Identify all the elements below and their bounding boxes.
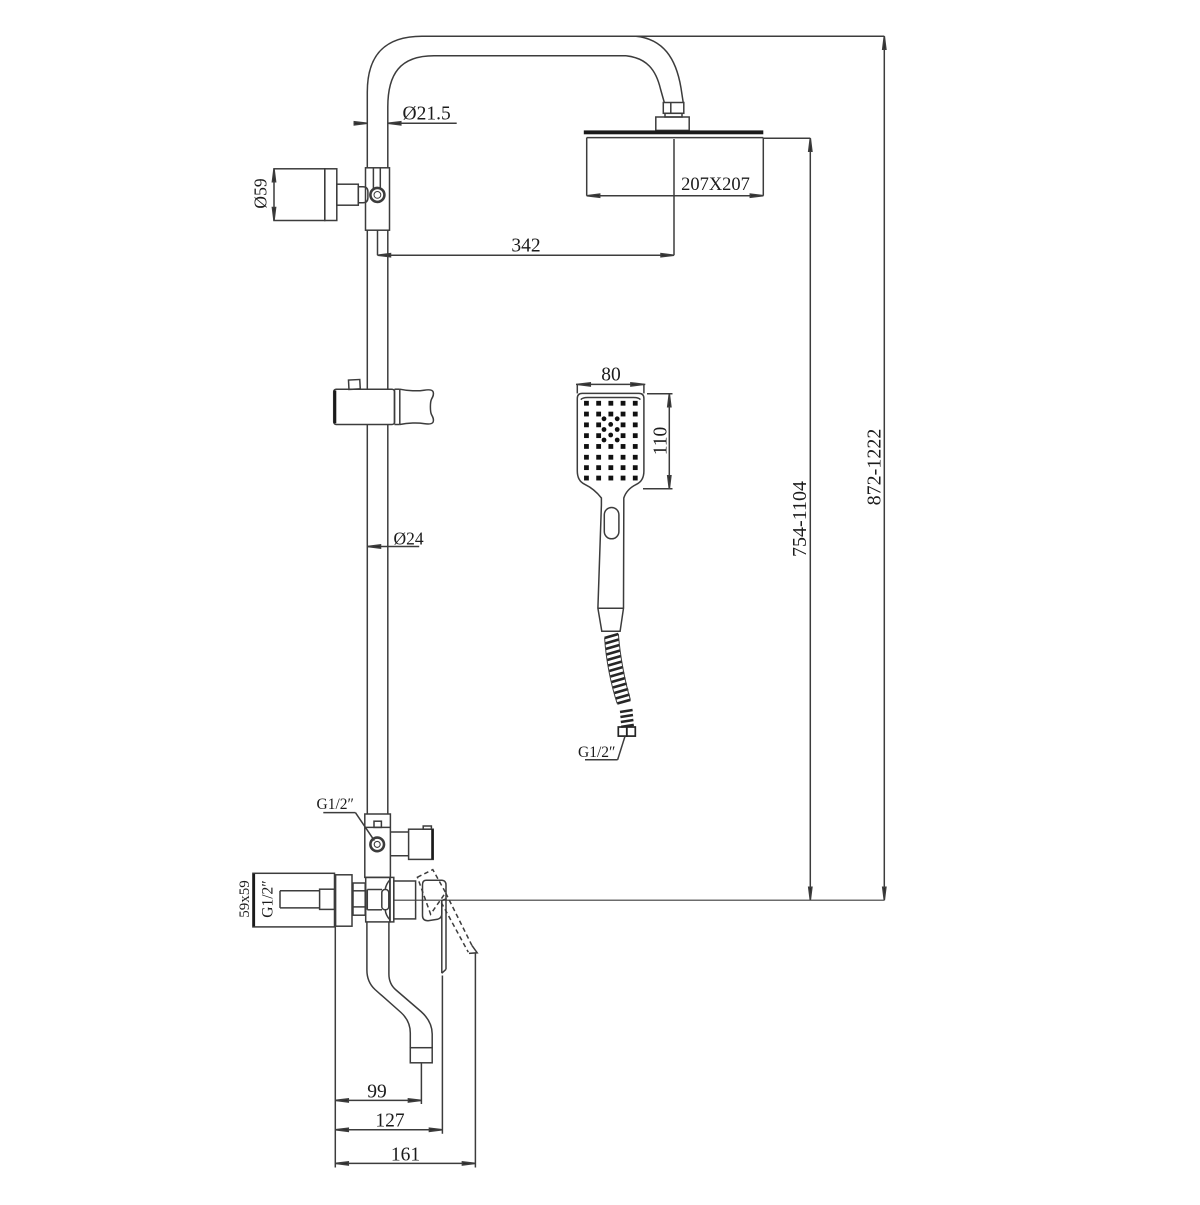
svg-text:161: 161 bbox=[391, 1145, 420, 1166]
svg-text:754-1104: 754-1104 bbox=[789, 481, 811, 557]
svg-text:59x59: 59x59 bbox=[237, 880, 253, 918]
svg-text:Ø24: Ø24 bbox=[394, 529, 424, 549]
svg-text:342: 342 bbox=[511, 236, 540, 257]
svg-text:872-1222: 872-1222 bbox=[864, 429, 886, 506]
svg-text:80: 80 bbox=[601, 365, 621, 386]
svg-text:207X207: 207X207 bbox=[681, 175, 750, 195]
svg-text:Ø21.5: Ø21.5 bbox=[403, 104, 451, 125]
svg-text:Ø59: Ø59 bbox=[251, 178, 271, 208]
svg-text:110: 110 bbox=[651, 427, 672, 456]
svg-text:G1/2″: G1/2″ bbox=[578, 744, 615, 761]
svg-text:G1/2″: G1/2″ bbox=[260, 880, 277, 917]
svg-text:127: 127 bbox=[375, 1111, 405, 1132]
svg-text:99: 99 bbox=[367, 1082, 387, 1103]
svg-text:G1/2″: G1/2″ bbox=[317, 796, 354, 813]
